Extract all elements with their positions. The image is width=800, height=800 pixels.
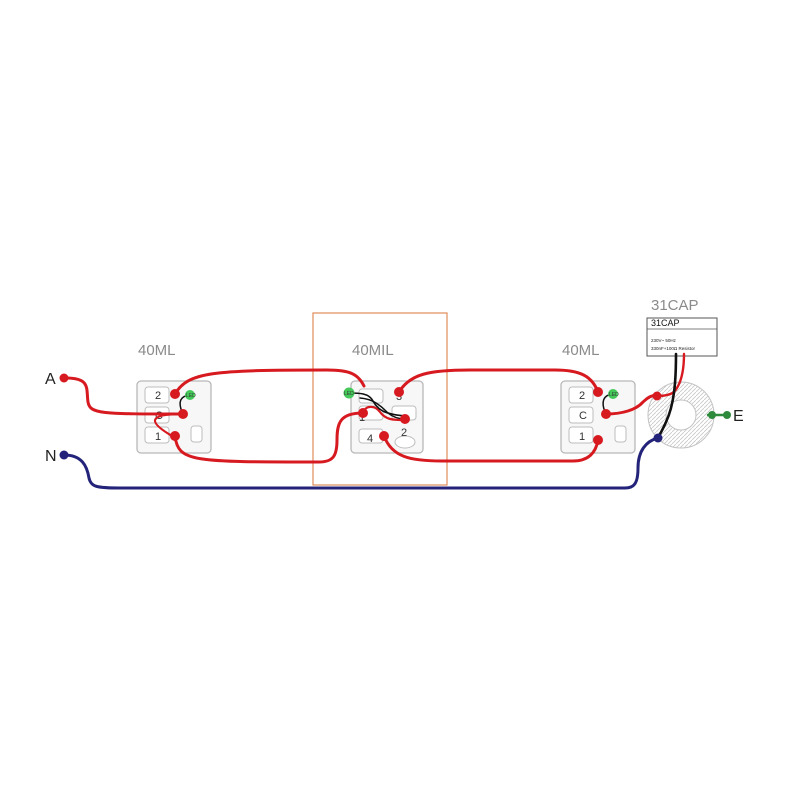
- capacitor-box: [646, 317, 718, 357]
- right-switch-led-dot: [608, 389, 618, 399]
- terminal-n-label: N: [45, 448, 57, 465]
- highlight-box: [312, 312, 448, 486]
- left-switch-pin-top: [170, 389, 180, 399]
- right-switch-pin-bottom: [593, 435, 603, 445]
- wire-capacitor-black-drop: [656, 352, 678, 440]
- middle-switch-label: 40MIL: [352, 342, 394, 359]
- right-switch-term-bottom: 1: [579, 431, 585, 443]
- wire-middle-4-to-right-1: [382, 434, 600, 463]
- wire-middle-internal-red: [361, 405, 407, 422]
- middle-switch-pin-2: [400, 414, 410, 424]
- middle-switch-led-label: LED: [344, 391, 354, 397]
- capacitor-spec-2: 330nF+100Ω Resistor: [651, 346, 696, 351]
- wiring: [62, 352, 731, 490]
- left-switch-pin-bottom: [170, 431, 180, 441]
- wire-left-2-top: [173, 368, 366, 396]
- left-switch-pin-mid: [178, 409, 188, 419]
- connection-points: LED LED LED: [170, 387, 663, 445]
- middle-switch-led-dot: [343, 387, 355, 399]
- left-switch-led-dot: [185, 390, 195, 400]
- terminal-e-label: E: [733, 408, 744, 425]
- toroid-inner: [665, 399, 697, 431]
- right-switch-pin-top: [593, 387, 603, 397]
- middle-switch-pin-4: [379, 431, 389, 441]
- capacitor-label: 31CAP: [651, 297, 699, 314]
- middle-switch-button: [394, 435, 416, 449]
- right-switch-label: 40ML: [562, 342, 600, 359]
- right-switch-slot-bottom: [568, 426, 594, 444]
- capacitor-box-title: 31CAP: [651, 318, 680, 328]
- wire-neutral: [62, 436, 660, 490]
- terminal-a-label: A: [45, 371, 56, 388]
- middle-switch-pin-3: [394, 387, 404, 397]
- middle-switch-term-1: 1: [359, 412, 365, 424]
- right-switch-slot-mid: [568, 406, 594, 424]
- capacitor-blue-pin: [653, 433, 663, 443]
- middle-switch-term-4: 4: [367, 433, 373, 445]
- middle-switch-slot-a: [358, 388, 384, 404]
- middle-switch-term-3: 3: [396, 391, 402, 403]
- right-switch-slot-top: [568, 386, 594, 404]
- device-right-switch: 40ML 2 C 1: [560, 342, 636, 454]
- middle-switch-term-2: 2: [401, 427, 407, 439]
- terminal-markers: A N E: [45, 371, 744, 465]
- wire-left-common-link: [153, 412, 185, 438]
- left-switch-term-top: 2: [155, 390, 161, 402]
- right-switch-button: [614, 425, 627, 443]
- terminal-e-dot-right: [723, 411, 731, 419]
- left-switch-term-bottom: 1: [155, 431, 161, 443]
- capacitor-spec-1: 230V~ 50Hz: [651, 338, 677, 343]
- left-switch-label: 40ML: [138, 342, 176, 359]
- wire-a-feed: [64, 376, 185, 416]
- device-middle-switch: 40MIL 3 1 2 4: [350, 342, 424, 454]
- capacitor-red-pin: [652, 391, 662, 401]
- wire-middle-3-to-right-2: [397, 368, 600, 394]
- terminal-e-dot-left: [708, 411, 716, 419]
- terminal-a-dot: [59, 373, 69, 383]
- terminal-n-dot: [59, 450, 69, 460]
- middle-switch-pin-1: [358, 408, 368, 418]
- wire-left-1-bottom: [173, 411, 365, 464]
- left-switch-slot-top: [144, 386, 170, 404]
- right-switch-led-label: LED: [609, 392, 619, 398]
- right-switch-term-mid: C: [579, 410, 587, 422]
- left-switch-led-label: LED: [186, 393, 196, 399]
- capacitor-module: 31CAP 31CAP 230V~ 50Hz 330nF+100Ω Resist…: [646, 297, 718, 449]
- right-switch-pin-mid: [601, 409, 611, 419]
- right-switch-term-top: 2: [579, 390, 585, 402]
- left-switch-button: [190, 425, 203, 443]
